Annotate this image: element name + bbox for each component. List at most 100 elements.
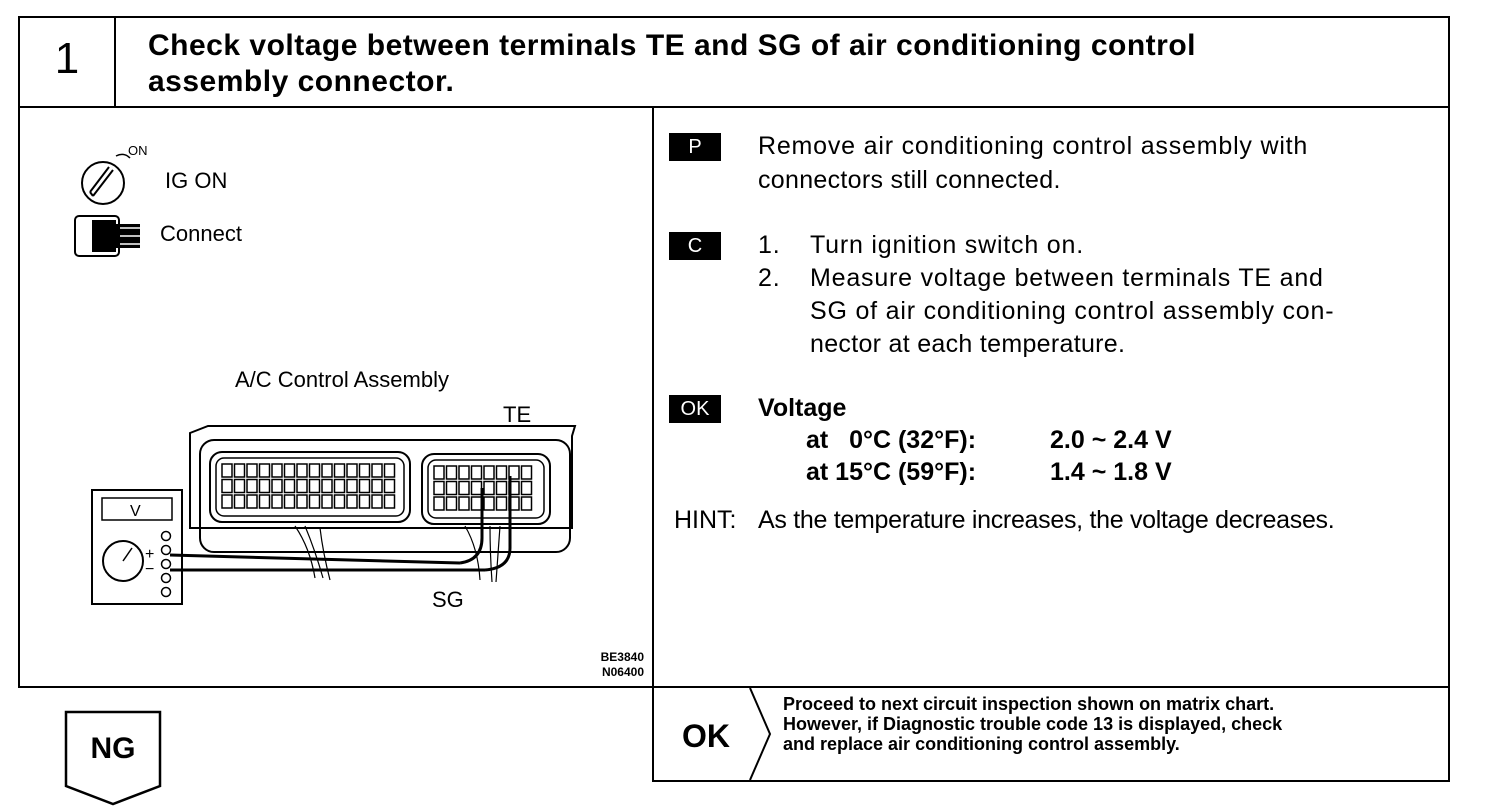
p-instruction-line1: Remove air conditioning control assembly… [758, 132, 1309, 160]
figure-code-2: N06400 [602, 665, 644, 679]
meter-minus-sign: − [145, 561, 154, 578]
step-title-line1: Check voltage between terminals TE and S… [148, 29, 1196, 62]
ig-on-label: IG ON [165, 168, 227, 193]
connector-pin [296, 494, 308, 509]
ok-badge: OK [669, 395, 721, 423]
connector-pin [358, 463, 371, 478]
step-title-line2: assembly connector. [148, 65, 455, 98]
connector-pin [483, 496, 495, 511]
connector-pin [333, 463, 346, 478]
connector-pin [483, 480, 495, 496]
connector-pin [233, 478, 246, 494]
connector-pin [321, 478, 333, 494]
voltmeter-icon [91, 489, 183, 605]
step-number-divider [114, 16, 116, 108]
connector-pin [233, 463, 246, 478]
connector-pin [321, 494, 333, 509]
ok-result-line3: and replace air conditioning control ass… [783, 734, 1180, 754]
connector-pin [495, 465, 508, 480]
connect-label: Connect [160, 221, 242, 246]
c-item2-line1: Measure voltage between terminals TE and [810, 264, 1324, 292]
body-divider [652, 106, 654, 688]
connector-pin [358, 478, 371, 494]
meter-label: V [130, 503, 141, 520]
c-item1-number: 1. [758, 231, 781, 259]
connector-pin [458, 480, 470, 496]
p-instruction-line2: connectors still connected. [758, 166, 1061, 194]
connector-pin [283, 463, 296, 478]
connector-pin [271, 463, 283, 478]
connector-pin [308, 478, 321, 494]
ok-result-line1: Proceed to next circuit inspection shown… [783, 694, 1275, 714]
connector-pin [520, 496, 533, 511]
connector-pin [433, 496, 445, 511]
connector-pin [371, 463, 383, 478]
meter-plus-sign: + [145, 546, 154, 563]
connector-pin [483, 465, 495, 480]
connector-pin [383, 494, 396, 509]
c-item2-line3: nector at each temperature. [810, 330, 1126, 358]
connector-pin [258, 478, 271, 494]
connector-pin [246, 478, 258, 494]
c-item1-text: Turn ignition switch on. [810, 231, 1084, 259]
connector-pin [470, 496, 483, 511]
connector-pin [246, 463, 258, 478]
connector-pin [371, 494, 383, 509]
hint-label: HINT: [674, 506, 737, 534]
connector-pin [258, 463, 271, 478]
te-terminal-label: TE [503, 402, 531, 427]
connector-pin [346, 463, 358, 478]
hint-text: As the temperature increases, the voltag… [758, 506, 1335, 534]
connector-pin [271, 478, 283, 494]
connector-pin [520, 465, 533, 480]
connector-pin [470, 480, 483, 496]
connector-pin [445, 496, 458, 511]
illustration: ON IG ON Connect A/C Control Assembly TE… [74, 143, 645, 679]
connector-pin [445, 465, 458, 480]
connector-pin [333, 478, 346, 494]
p-badge: P [669, 133, 721, 161]
ig-on-small-label: ON [128, 143, 148, 158]
c-item2-number: 2. [758, 264, 781, 292]
c-item2-line2: SG of air conditioning control assembly … [810, 297, 1335, 325]
connector-pin [520, 480, 533, 496]
connector-pin [433, 480, 445, 496]
spec-row-1-value: 2.0 ~ 2.4 V [1050, 426, 1172, 454]
ok-result-label: OK [682, 718, 730, 754]
voltage-heading: Voltage [758, 394, 847, 422]
connector-pin [346, 478, 358, 494]
connector-pin [346, 494, 358, 509]
sg-terminal-label: SG [432, 587, 464, 612]
ng-result-box [64, 710, 162, 806]
connector-pin [371, 478, 383, 494]
spec-row-2-condition: at 15°C (59°F): [806, 458, 977, 486]
connector-pin [495, 480, 508, 496]
connector-pin [283, 494, 296, 509]
connector-pin [321, 463, 333, 478]
ok-result-box [652, 686, 1450, 782]
spec-row-1-condition: at 0°C (32°F): [806, 426, 977, 454]
spec-row-2-value: 1.4 ~ 1.8 V [1050, 458, 1172, 486]
connector-pin [233, 494, 246, 509]
connector-pin [458, 465, 470, 480]
connector-pin [221, 478, 233, 494]
figure-code-1: BE3840 [601, 650, 645, 664]
assembly-label: A/C Control Assembly [235, 367, 449, 392]
connector-pin [383, 478, 396, 494]
connector-pin [221, 463, 233, 478]
c-badge: C [669, 232, 721, 260]
ok-arrow-divider [749, 688, 772, 780]
connector-pin [296, 478, 308, 494]
connector-icon [74, 215, 140, 257]
connector-pin [246, 494, 258, 509]
ac-control-assembly-drawing [189, 425, 577, 583]
connector-pin [458, 496, 470, 511]
connector-pin [358, 494, 371, 509]
connector-pin [333, 494, 346, 509]
ng-label: NG [90, 732, 136, 765]
connector-pin [445, 480, 458, 496]
connector-pin [283, 478, 296, 494]
connector-pin [433, 465, 445, 480]
connector-pin [258, 494, 271, 509]
connector-pin [508, 465, 520, 480]
